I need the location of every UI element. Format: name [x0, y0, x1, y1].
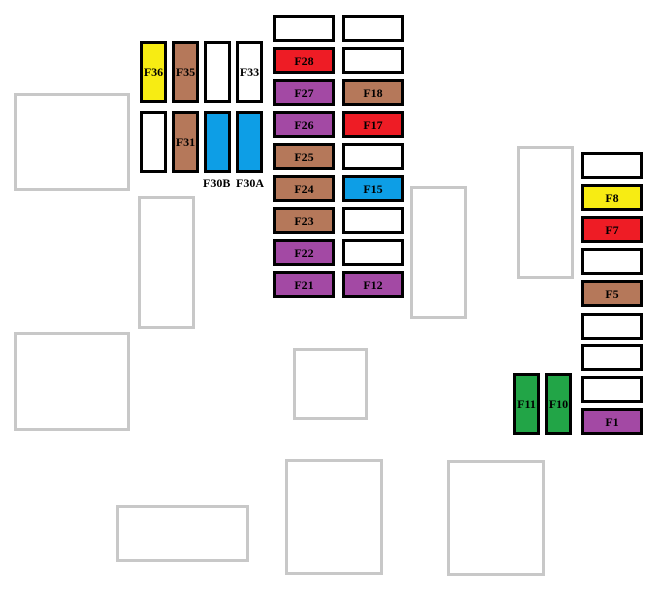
fuse-empty: [581, 344, 643, 371]
fuse-f22: F22: [273, 239, 335, 266]
fuse-empty: [342, 47, 404, 74]
fuse-f30a-label: F30A: [236, 176, 264, 190]
fuse-empty: [342, 143, 404, 170]
fuse-f12: F12: [342, 271, 404, 298]
fuse-f17: F17: [342, 111, 404, 138]
fuse-f36: F36: [140, 41, 167, 103]
relay-slot: [517, 146, 574, 279]
fuse-f7: F7: [581, 216, 643, 243]
fuse-f30b: [204, 111, 231, 173]
relay-slot: [14, 93, 130, 191]
fuse-empty: [342, 207, 404, 234]
relay-slot: [410, 186, 467, 319]
fuse-f15: F15: [342, 175, 404, 202]
fuse-empty: [342, 239, 404, 266]
fuse-f33: F33: [236, 41, 263, 103]
relay-slot: [14, 332, 130, 431]
fuse-f23: F23: [273, 207, 335, 234]
fuse-empty: [204, 41, 231, 103]
fuse-f10: F10: [545, 373, 572, 435]
fuse-f18: F18: [342, 79, 404, 106]
fuse-empty: [581, 152, 643, 179]
fuse-empty: [273, 15, 335, 42]
fuse-empty: [581, 248, 643, 275]
relay-slot: [447, 460, 545, 576]
fuse-f5: F5: [581, 280, 643, 307]
fuse-f30a: [236, 111, 263, 173]
fuse-f24: F24: [273, 175, 335, 202]
relay-slot: [116, 505, 249, 562]
relay-slot: [285, 459, 383, 575]
fuse-f35: F35: [172, 41, 199, 103]
fuse-empty: [140, 111, 167, 173]
fuse-f30b-label: F30B: [203, 176, 231, 190]
fuse-f1: F1: [581, 408, 643, 435]
relay-slot: [293, 348, 368, 420]
fuse-f11: F11: [513, 373, 540, 435]
fuse-empty: [342, 15, 404, 42]
fuse-f31: F31: [172, 111, 199, 173]
fuse-empty: [581, 313, 643, 340]
fuse-f27: F27: [273, 79, 335, 106]
fuse-f25: F25: [273, 143, 335, 170]
fuse-f26: F26: [273, 111, 335, 138]
fuse-empty: [581, 376, 643, 403]
fuse-f8: F8: [581, 184, 643, 211]
relay-slot: [138, 196, 195, 329]
fuse-f21: F21: [273, 271, 335, 298]
fuse-f28: F28: [273, 47, 335, 74]
